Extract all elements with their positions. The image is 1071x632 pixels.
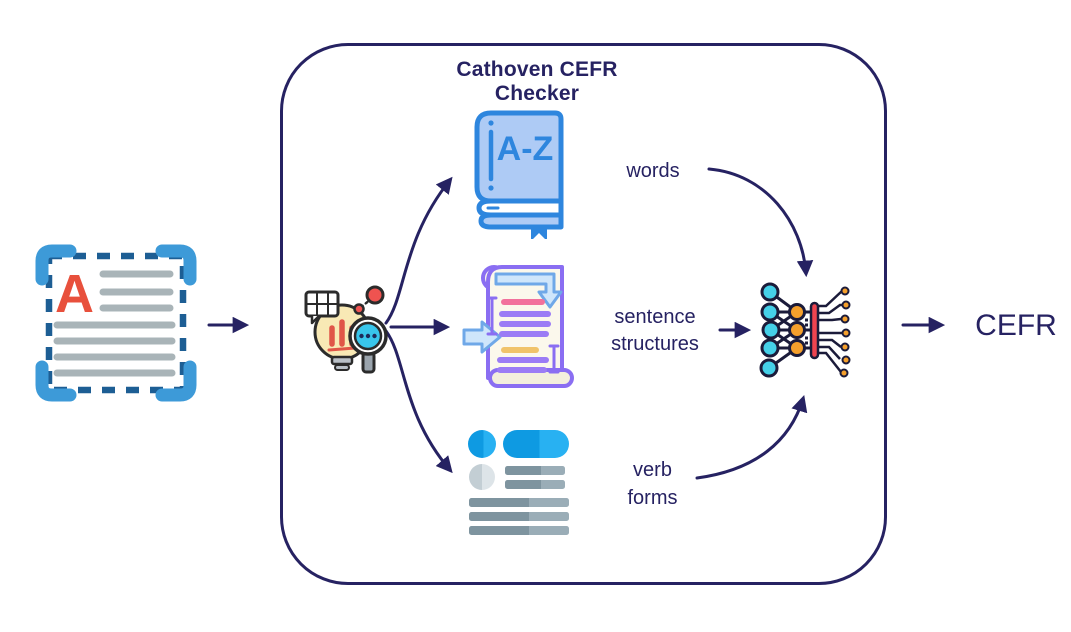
label-verb-line2: forms [627, 487, 678, 509]
label-sentence-line1: sentence [614, 306, 696, 328]
magnifier [348, 316, 388, 374]
book-az-text: A-Z [497, 130, 554, 168]
hidden-nodes [788, 303, 806, 357]
scanned-text-document-icon: A [35, 244, 197, 402]
circuit-dots [839, 286, 851, 378]
label-verb-line1: verb [633, 459, 672, 481]
document-letter: A [55, 264, 94, 324]
selection-corner-handles [35, 244, 197, 402]
label-sentence-line2: structures [611, 333, 699, 355]
bullet-blue [468, 430, 496, 458]
input-nodes [759, 282, 781, 378]
molecule-dots [353, 285, 385, 315]
output-bar [809, 301, 820, 360]
label-sentence-structures: sentence structures [585, 304, 725, 358]
document-text-lines [53, 270, 176, 377]
bullet-gray [469, 464, 495, 490]
scroll-text-bars [497, 299, 551, 373]
dotted-marks [805, 318, 808, 345]
ibeam-markers [486, 296, 560, 374]
text-analysis-magnifier-icon [304, 285, 388, 374]
neural-network-icon [759, 282, 851, 378]
label-words: words [626, 160, 680, 182]
pill-blue [503, 430, 569, 458]
book-spine-detail [488, 120, 494, 191]
bookmark-ribbon [531, 227, 547, 239]
circuit-traces [818, 290, 843, 373]
diagram-title: Cathoven CEFR Checker [456, 58, 618, 105]
book-back-cover [478, 212, 564, 230]
label-verb-forms: verb forms [595, 456, 710, 512]
list-text-bars [469, 466, 569, 535]
checker-box-outline [280, 43, 887, 585]
table-speech-bubble [304, 290, 340, 325]
scroll-parser-icon [462, 265, 574, 388]
dictionary-book-icon: A-Z [474, 110, 564, 239]
book-cover [474, 110, 564, 204]
output-cefr-label: CEFR [975, 309, 1057, 342]
text-list-icon [468, 430, 569, 535]
